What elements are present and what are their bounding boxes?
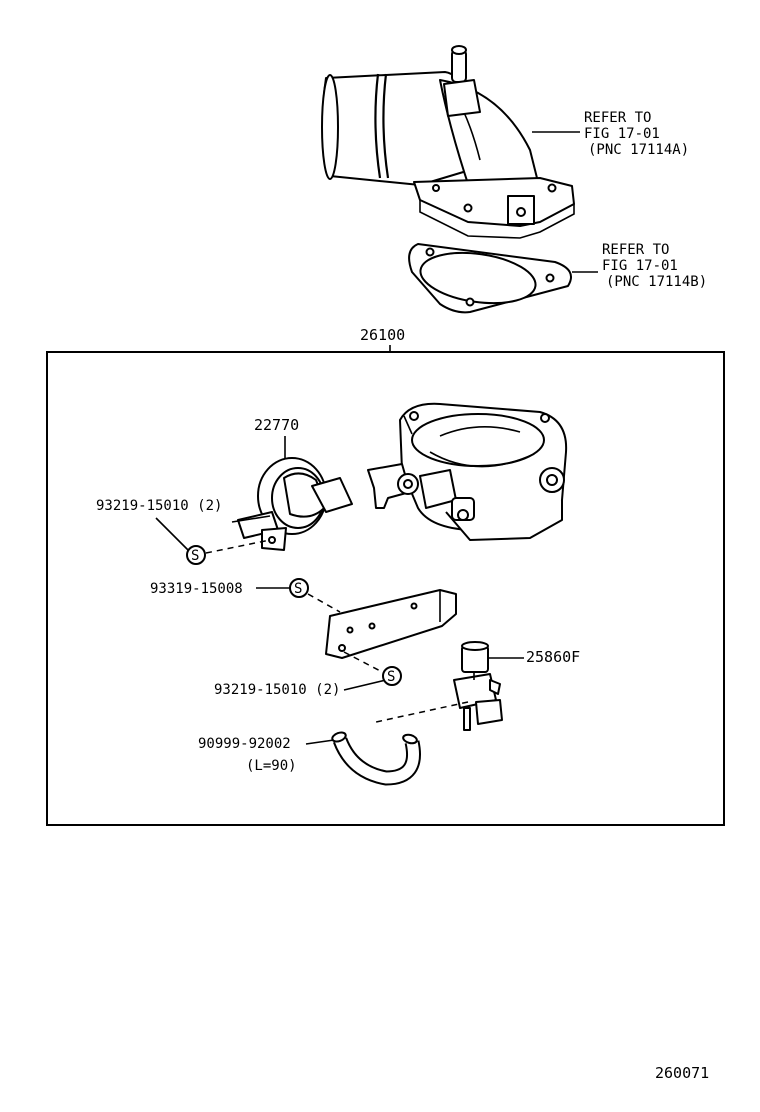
refer-label-1: REFER TO FIG 17-01 (PNC 17114A) [584,110,689,158]
svg-text:S: S [387,669,395,685]
svg-text:FIG 17-01: FIG 17-01 [602,258,678,274]
refer-label-2: REFER TO FIG 17-01 (PNC 17114B) [602,242,707,290]
assembly-number: 26100 [360,326,405,344]
svg-text:FIG 17-01: FIG 17-01 [584,126,660,142]
part-93319-label: 93319-15008 [150,581,243,597]
gasket [408,243,598,314]
screw-symbol-b: S [289,578,309,598]
throttle-body [367,402,568,541]
part-25860F-label: 25860F [526,648,580,666]
vacuum-switching-valve [453,641,503,731]
svg-text:S: S [191,548,199,564]
assembly-frame [46,351,725,826]
part-93219-label-b: 93219-15010 (2) [214,682,340,698]
part-93219-label-a: 93219-15010 (2) [96,498,222,514]
svg-text:REFER TO: REFER TO [602,242,669,258]
svg-text:S: S [294,581,302,597]
water-inlet-housing [321,45,580,239]
bracket [325,589,457,659]
svg-text:(PNC 17114B): (PNC 17114B) [606,274,707,290]
figure-code: 260071 [655,1064,709,1082]
part-90999-label: 90999-92002 [198,736,291,752]
svg-text:(PNC 17114A): (PNC 17114A) [588,142,689,158]
hose-length-label: (L=90) [246,758,297,774]
svg-text:REFER TO: REFER TO [584,110,651,126]
dashpot-22770 [231,457,353,551]
screw-symbol-c: S [382,666,402,686]
part-22770-label: 22770 [254,416,299,434]
vacuum-hose [331,731,421,786]
screw-symbol-a: S [186,545,206,565]
